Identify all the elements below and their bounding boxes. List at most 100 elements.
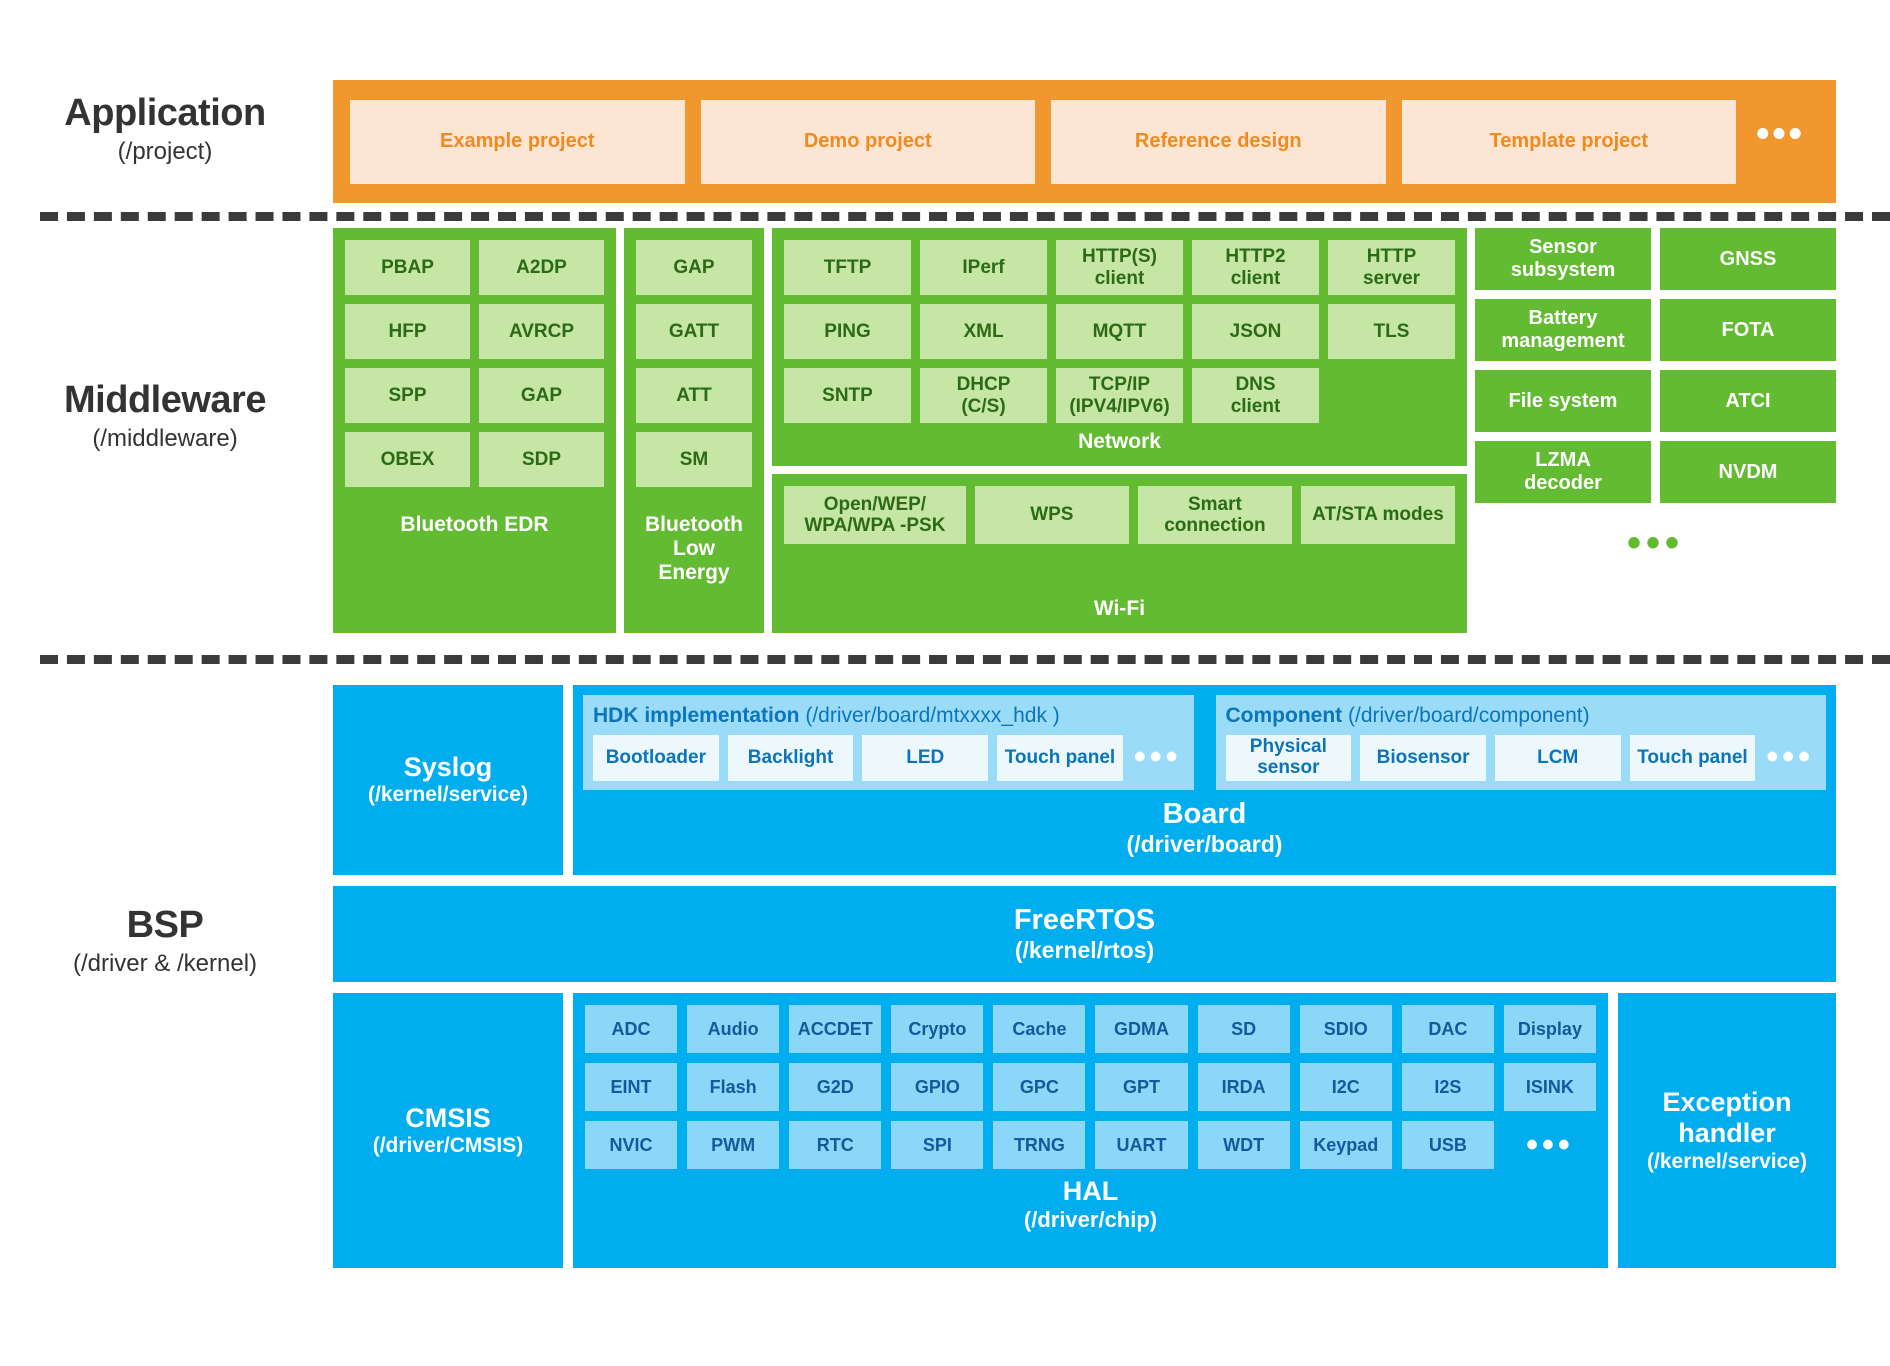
hal-cell-dac[interactable]: DAC	[1401, 1005, 1494, 1053]
hdk-chip-bootloader[interactable]: Bootloader	[593, 735, 719, 781]
hal-cell-flash[interactable]: Flash	[687, 1063, 780, 1111]
mw-cell-open-wep-wpa[interactable]: Open/WEP/WPA/WPA -PSK	[784, 486, 966, 544]
hdk-chip-touch-panel[interactable]: Touch panel	[997, 735, 1123, 781]
mw-cell-att[interactable]: ATT	[636, 368, 752, 423]
mw-cell-spp[interactable]: SPP	[345, 368, 470, 423]
mw-cell-hfp[interactable]: HFP	[345, 304, 470, 359]
hal-cell-nvic[interactable]: NVIC	[585, 1121, 678, 1169]
mw-cell-gap-le[interactable]: GAP	[636, 240, 752, 295]
hal-cell-cache[interactable]: Cache	[993, 1005, 1086, 1053]
hal-cell-pwm[interactable]: PWM	[687, 1121, 780, 1169]
mw-cell-avrcp[interactable]: AVRCP	[479, 304, 604, 359]
hal-cell-trng[interactable]: TRNG	[993, 1121, 1086, 1169]
hal-cell-audio[interactable]: Audio	[687, 1005, 780, 1053]
mw-group-title-bluetooth-edr: Bluetooth EDR	[400, 513, 549, 536]
component-chip-biosensor[interactable]: Biosensor	[1360, 735, 1486, 781]
mw-cell-sm[interactable]: SM	[636, 432, 752, 487]
cmsis-title: CMSIS	[405, 1102, 491, 1133]
hdk-chip-led[interactable]: LED	[862, 735, 989, 781]
component-chip-touch-panel[interactable]: Touch panel	[1629, 735, 1756, 781]
mw-cell-network-spacer	[1328, 368, 1455, 423]
hal-more-ellipsis-icon: •••	[1526, 1125, 1574, 1164]
hal-cell-wdt[interactable]: WDT	[1197, 1121, 1290, 1169]
mw-group-title-wifi: Wi-Fi	[1093, 596, 1146, 620]
mw-cell-https-client[interactable]: HTTP(S)client	[1056, 240, 1183, 295]
mw-cell-dhcp[interactable]: DHCP(C/S)	[920, 368, 1047, 423]
hal-cell-i2c[interactable]: I2C	[1299, 1063, 1392, 1111]
mw-service-fota[interactable]: FOTA	[1660, 299, 1836, 361]
mw-cell-gap-edr[interactable]: GAP	[479, 368, 604, 423]
mw-cell-gatt[interactable]: GATT	[636, 304, 752, 359]
hal-cell-gdma[interactable]: GDMA	[1095, 1005, 1188, 1053]
middleware-services-more-ellipsis-icon: •••	[1626, 521, 1684, 565]
hal-cell-accdet[interactable]: ACCDET	[789, 1005, 882, 1053]
hal-cell-isink[interactable]: ISINK	[1503, 1063, 1596, 1111]
mw-cell-tls[interactable]: TLS	[1328, 304, 1455, 359]
hal-cell-g2d[interactable]: G2D	[789, 1063, 882, 1111]
hal-cell-uart[interactable]: UART	[1095, 1121, 1188, 1169]
hal-cell-spi[interactable]: SPI	[891, 1121, 984, 1169]
bsp-layer-title: BSP	[126, 904, 204, 946]
mw-cell-ping[interactable]: PING	[784, 304, 911, 359]
hal-cell-adc[interactable]: ADC	[585, 1005, 678, 1053]
application-card-template-project[interactable]: Template project	[1401, 99, 1737, 184]
hal-cell-irda[interactable]: IRDA	[1197, 1063, 1290, 1111]
hal-cell-sd[interactable]: SD	[1197, 1005, 1290, 1053]
hal-cell-keypad[interactable]: Keypad	[1299, 1121, 1392, 1169]
mw-cell-a2dp[interactable]: A2DP	[479, 240, 604, 295]
mw-cell-json[interactable]: JSON	[1192, 304, 1319, 359]
hal-cell-gpio[interactable]: GPIO	[891, 1063, 984, 1111]
hal-caption: HAL (/driver/chip)	[585, 1176, 1596, 1233]
mw-cell-mqtt[interactable]: MQTT	[1056, 304, 1183, 359]
application-layer-title: Application	[64, 92, 266, 134]
mw-cell-pbap[interactable]: PBAP	[345, 240, 470, 295]
mw-cell-at-sta-modes[interactable]: AT/STA modes	[1300, 486, 1455, 544]
mw-cell-iperf[interactable]: IPerf	[920, 240, 1047, 295]
bsp-block-cmsis[interactable]: CMSIS (/driver/CMSIS)	[333, 993, 563, 1268]
hal-cell-eint[interactable]: EINT	[585, 1063, 678, 1111]
mw-cell-sdp[interactable]: SDP	[479, 432, 604, 487]
hal-cell-i2s[interactable]: I2S	[1401, 1063, 1494, 1111]
mw-service-gnss[interactable]: GNSS	[1660, 228, 1836, 290]
bsp-board-row: Syslog (/kernel/service) HDK implementat…	[333, 685, 1836, 875]
component-chip-lcm[interactable]: LCM	[1494, 735, 1621, 781]
mw-cell-wps[interactable]: WPS	[974, 486, 1129, 544]
hal-cell-gpc[interactable]: GPC	[993, 1063, 1086, 1111]
bsp-block-syslog[interactable]: Syslog (/kernel/service)	[333, 685, 563, 875]
bsp-block-exception-handler[interactable]: Exception handler (/kernel/service)	[1618, 993, 1836, 1268]
mw-service-atci[interactable]: ATCI	[1660, 370, 1836, 432]
hal-cell-rtc[interactable]: RTC	[789, 1121, 882, 1169]
bsp-layer-path: (/driver & /kernel)	[72, 950, 258, 978]
mw-cell-obex[interactable]: OBEX	[345, 432, 470, 487]
mw-group-title-ble-line2: Low Energy	[658, 537, 730, 585]
middleware-layer-path: (/middleware)	[92, 425, 238, 453]
freertos-path: (/kernel/rtos)	[1014, 937, 1155, 963]
hal-cell-gpt[interactable]: GPT	[1095, 1063, 1188, 1111]
mw-cell-tftp[interactable]: TFTP	[784, 240, 911, 295]
hal-cell-usb[interactable]: USB	[1401, 1121, 1494, 1169]
hal-cell-sdio[interactable]: SDIO	[1299, 1005, 1392, 1053]
board-title: Board	[1162, 798, 1247, 830]
application-card-reference-design[interactable]: Reference design	[1051, 99, 1386, 184]
mw-cell-tcpip[interactable]: TCP/IP(IPV4/IPV6)	[1056, 368, 1183, 423]
mw-service-file-system[interactable]: File system	[1475, 370, 1651, 432]
mw-cell-xml[interactable]: XML	[920, 304, 1047, 359]
application-card-demo-project[interactable]: Demo project	[700, 99, 1036, 184]
hal-cell-crypto[interactable]: Crypto	[891, 1005, 984, 1053]
hdk-chip-backlight[interactable]: Backlight	[727, 735, 854, 781]
mw-cell-sntp[interactable]: SNTP	[784, 368, 911, 423]
application-card-example-project[interactable]: Example project	[350, 99, 685, 184]
bsp-block-freertos[interactable]: FreeRTOS (/kernel/rtos)	[333, 886, 1836, 982]
hal-cell-display[interactable]: Display	[1503, 1005, 1596, 1053]
mw-service-nvdm[interactable]: NVDM	[1660, 441, 1836, 503]
